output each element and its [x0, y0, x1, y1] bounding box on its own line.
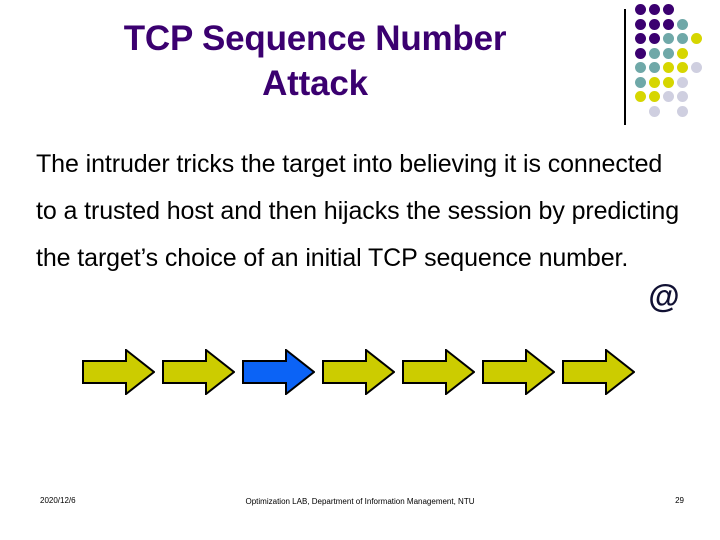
motif-dot	[635, 76, 646, 88]
motif-dot	[649, 33, 660, 44]
footer-date: 2020/12/6	[40, 496, 76, 505]
process-arrow	[562, 349, 635, 395]
vertical-rule-divider	[624, 9, 626, 125]
motif-dot	[649, 47, 660, 59]
dot-motif-decoration	[624, 4, 720, 126]
motif-dot	[663, 47, 674, 59]
motif-dot	[635, 47, 646, 59]
motif-dot	[663, 76, 674, 88]
slide-footer: 2020/12/6 Optimization LAB, Department o…	[0, 492, 720, 526]
motif-dot	[649, 76, 660, 88]
process-arrow	[162, 349, 235, 395]
process-arrow	[82, 349, 155, 395]
motif-dot	[663, 62, 674, 73]
page-title: TCP Sequence Number Attack	[123, 19, 507, 103]
motif-dot	[649, 18, 660, 30]
process-arrow	[322, 349, 395, 395]
process-arrow	[242, 349, 315, 395]
slide-body-block: The intruder tricks the target into beli…	[36, 141, 686, 282]
motif-dot	[649, 4, 660, 15]
motif-dot	[635, 33, 646, 44]
motif-dot	[677, 76, 688, 88]
motif-dot	[635, 91, 646, 102]
motif-dot	[635, 62, 646, 73]
motif-dot	[691, 62, 702, 73]
motif-dot	[635, 18, 646, 30]
motif-dot	[649, 105, 660, 117]
footer-page-number: 29	[675, 496, 684, 505]
dot-grid	[635, 4, 719, 126]
at-symbol-icon: @	[648, 278, 680, 314]
footer-organization: Optimization LAB, Department of Informat…	[245, 497, 475, 506]
motif-dot	[663, 4, 674, 15]
slide-title-block: TCP Sequence Number Attack	[20, 16, 610, 106]
motif-dot	[677, 91, 688, 102]
motif-dot	[677, 18, 688, 30]
motif-dot	[677, 33, 688, 44]
motif-dot	[635, 4, 646, 15]
arrow-sequence-strip	[82, 349, 642, 397]
motif-dot	[677, 105, 688, 117]
motif-dot	[663, 18, 674, 30]
motif-dot	[663, 33, 674, 44]
motif-dot	[649, 62, 660, 73]
process-arrow	[482, 349, 555, 395]
motif-dot	[663, 91, 674, 102]
motif-dot	[691, 33, 702, 44]
process-arrow	[402, 349, 475, 395]
motif-dot	[649, 91, 660, 102]
motif-dot	[677, 47, 688, 59]
motif-dot	[677, 62, 688, 73]
body-paragraph: The intruder tricks the target into beli…	[36, 150, 679, 272]
